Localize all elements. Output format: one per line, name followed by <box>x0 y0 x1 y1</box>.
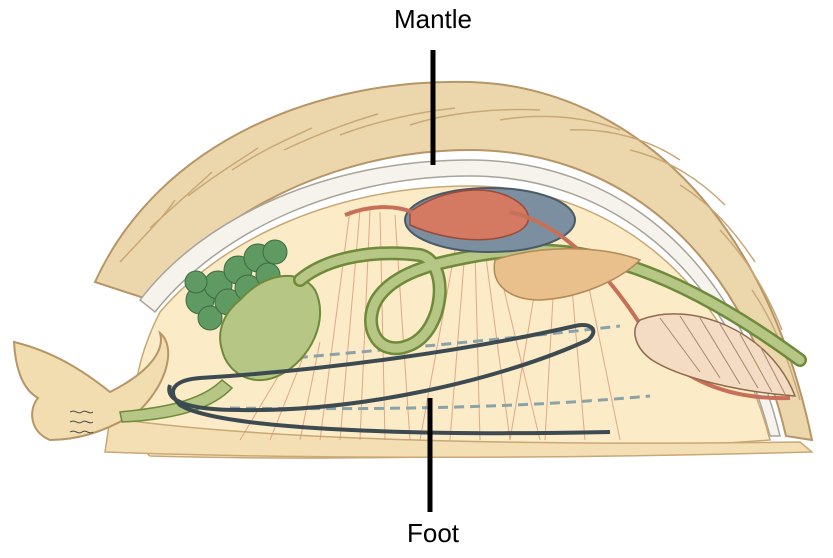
mantle-label: Mantle <box>0 6 833 32</box>
foot-label: Foot <box>0 520 833 546</box>
